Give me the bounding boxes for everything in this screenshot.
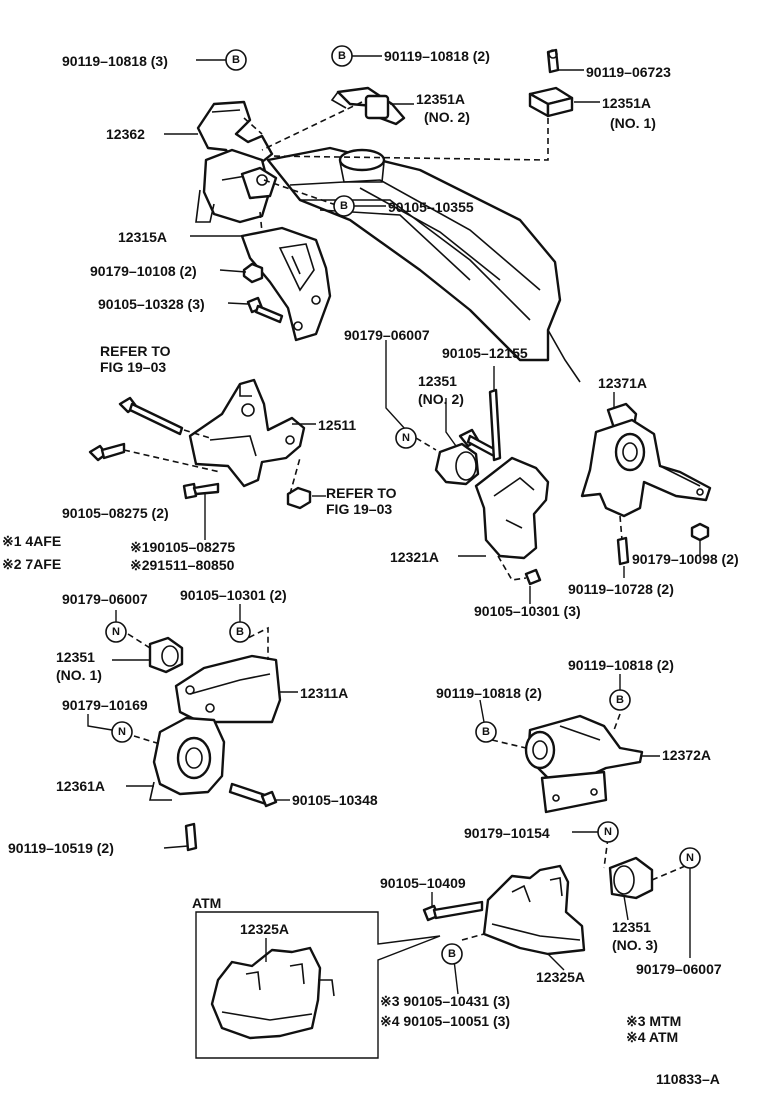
- label: 90179–10169: [62, 697, 148, 713]
- part-12362-bracket: [195, 100, 278, 224]
- label: 12511: [318, 417, 356, 433]
- label: REFER TO: [100, 343, 171, 359]
- marker-b-3: B: [333, 195, 355, 217]
- label: 90105–10409: [380, 875, 466, 891]
- marker-n-3: N: [111, 721, 133, 743]
- label: 12351A: [602, 95, 651, 111]
- label: (NO. 2): [418, 391, 464, 407]
- part-12311a-bracket: [148, 636, 282, 724]
- svg-text:B: B: [232, 54, 240, 66]
- marker-n-2: N: [105, 621, 127, 643]
- label: 12321A: [390, 549, 439, 565]
- label: 90105–10301 (2): [180, 587, 287, 603]
- label: (NO. 3): [612, 937, 658, 953]
- svg-text:B: B: [236, 626, 244, 638]
- label: 12351A: [416, 91, 465, 107]
- part-12325a-bracket: [422, 856, 654, 956]
- label: 12362: [106, 126, 145, 142]
- svg-text:N: N: [604, 826, 612, 838]
- label: ※190105–08275: [130, 539, 235, 555]
- part-12351a-no2: [330, 86, 406, 126]
- dashed-connections: [123, 101, 691, 941]
- marker-b-4: B: [229, 621, 251, 643]
- label: FIG 19–03: [326, 501, 392, 517]
- label: 90105–08275 (2): [62, 505, 169, 521]
- marker-b-7: B: [441, 943, 463, 965]
- label: 12315A: [118, 229, 167, 245]
- atm-inset: [195, 911, 441, 1059]
- part-12351a-no1: [528, 48, 574, 118]
- svg-text:N: N: [112, 626, 120, 638]
- label: 90119–10818 (2): [384, 48, 490, 64]
- part-12371a-mount: [580, 402, 712, 566]
- marker-b-2: B: [331, 45, 353, 67]
- label: 90179–10098 (2): [632, 551, 739, 567]
- label: 12351: [418, 373, 457, 389]
- part-12511-bracket: [88, 378, 312, 510]
- figure-id: 110833–A: [656, 1071, 720, 1087]
- label: 90119–10519 (2): [8, 840, 114, 856]
- label: REFER TO: [326, 485, 397, 501]
- label: 90119–10728 (2): [568, 581, 674, 597]
- label: 90119–10818 (3): [62, 53, 168, 69]
- label: 12351: [612, 919, 651, 935]
- label: 12371A: [598, 375, 647, 391]
- label: FIG 19–03: [100, 359, 166, 375]
- label: 12311A: [300, 685, 348, 701]
- part-12372a-mount: [524, 714, 644, 814]
- label: ※1 4AFE: [2, 533, 61, 549]
- label: 90179–06007: [636, 961, 722, 977]
- svg-text:N: N: [686, 852, 694, 864]
- label: 90179–06007: [344, 327, 430, 343]
- part-12361a-mount: [149, 716, 278, 852]
- label: 12372A: [662, 747, 711, 763]
- marker-n-4: N: [597, 821, 619, 843]
- label: 90179–10108 (2): [90, 263, 197, 279]
- svg-text:B: B: [340, 200, 348, 212]
- label: ※291511–80850: [130, 557, 235, 573]
- part-12315a-bracket: [240, 226, 332, 342]
- label: 90105–10355: [388, 199, 474, 215]
- label: 90119–10818 (2): [436, 685, 542, 701]
- label: ※3 90105–10431 (3): [380, 993, 510, 1009]
- marker-n-5: N: [679, 847, 701, 869]
- label: 12361A: [56, 778, 105, 794]
- svg-text:B: B: [616, 694, 624, 706]
- label: 90179–10154: [464, 825, 550, 841]
- leader-lines: [87, 55, 701, 995]
- label: ATM: [192, 895, 221, 911]
- part-labels: 90119–10818 (3) 90119–10818 (2) 90119–06…: [2, 48, 739, 1087]
- marker-b-5: B: [475, 721, 497, 743]
- svg-text:B: B: [482, 726, 490, 738]
- label: (NO. 2): [424, 109, 470, 125]
- label: ※2 7AFE: [2, 556, 61, 572]
- label: (NO. 1): [610, 115, 656, 131]
- label: 90105–10301 (3): [474, 603, 581, 619]
- label: 12351: [56, 649, 95, 665]
- label: 90105–10328 (3): [98, 296, 205, 312]
- label: 12325A: [240, 921, 289, 937]
- svg-text:N: N: [118, 726, 126, 738]
- marker-b-1: B: [225, 49, 247, 71]
- marker-circles: B B B N N B B B N N N B: [105, 45, 701, 965]
- svg-text:B: B: [448, 948, 456, 960]
- label: 90119–10818 (2): [568, 657, 674, 673]
- label: 90179–06007: [62, 591, 148, 607]
- label: ※4 ATM: [626, 1029, 678, 1045]
- marker-b-6: B: [609, 689, 631, 711]
- svg-text:B: B: [338, 50, 346, 62]
- label: ※4 90105–10051 (3): [380, 1013, 510, 1029]
- label: 12325A: [536, 969, 585, 985]
- label: (NO. 1): [56, 667, 102, 683]
- label: ※3 MTM: [626, 1013, 681, 1029]
- label: 90105–12155: [442, 345, 528, 361]
- part-12321a-bracket: [434, 388, 550, 586]
- label: 90105–10348: [292, 792, 378, 808]
- label: 90119–06723: [586, 64, 671, 80]
- svg-text:N: N: [402, 432, 410, 444]
- marker-n-1: N: [395, 427, 417, 449]
